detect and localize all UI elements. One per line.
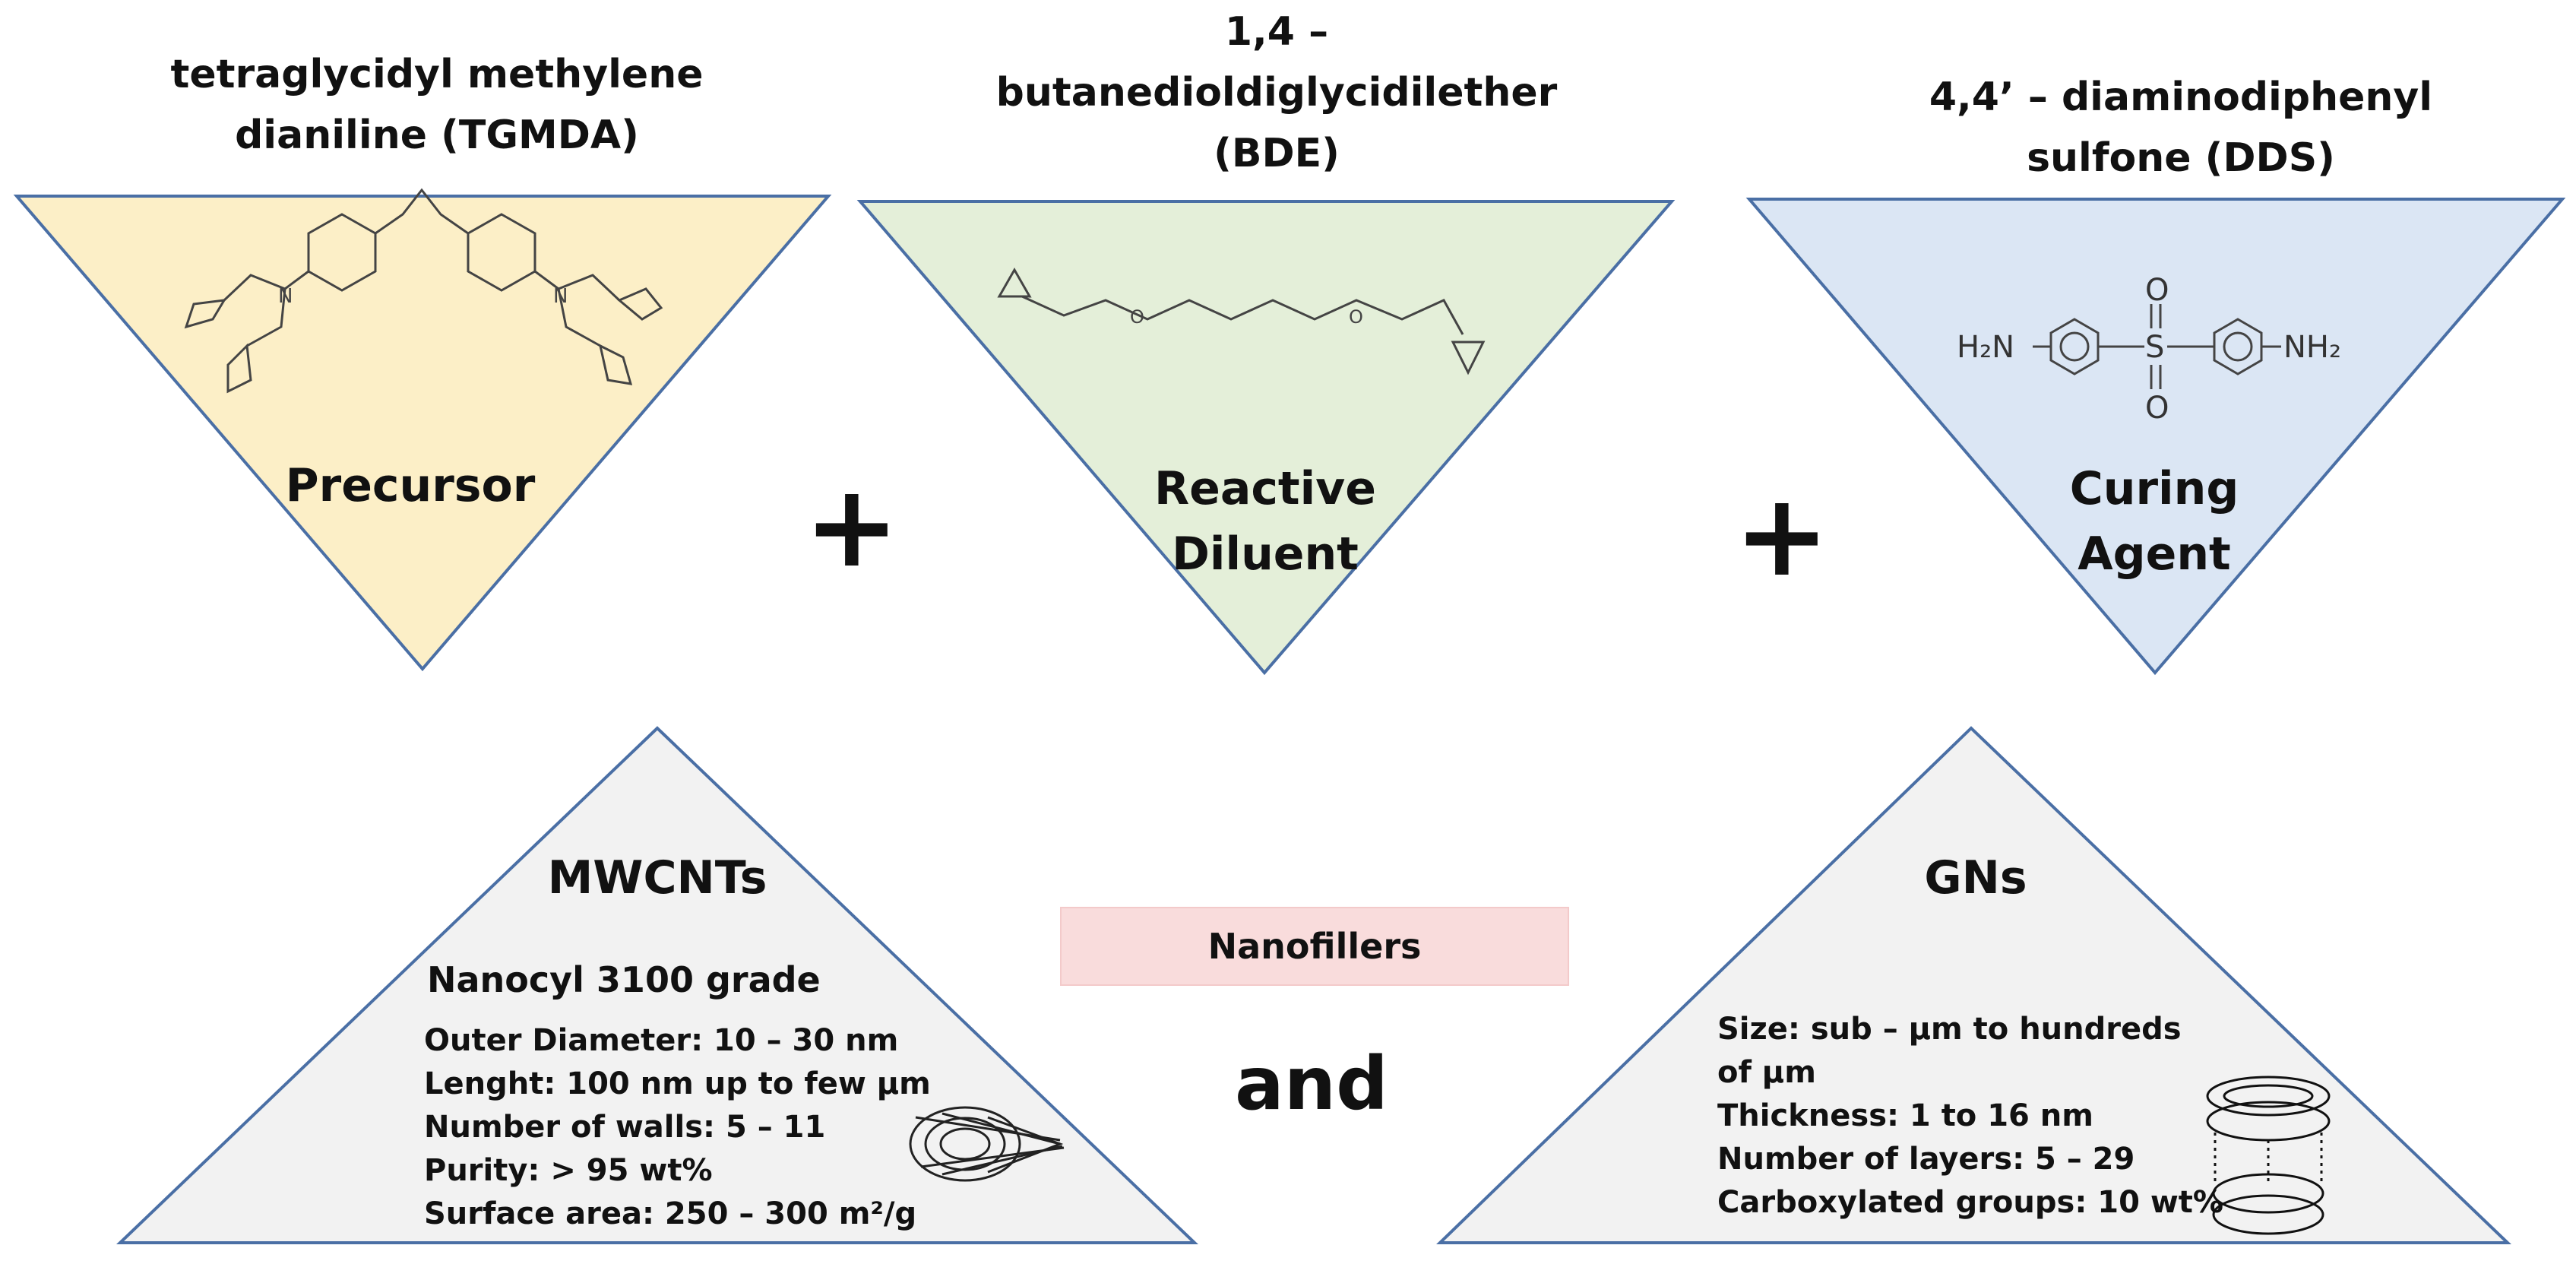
svg-text:N: N	[553, 285, 568, 308]
mwcnt-title: MWCNTs	[547, 851, 767, 905]
curing-agent-triangle	[1745, 198, 2566, 676]
dds-title: 4,4’ – diaminodiphenyl sulfone (DDS)	[1929, 74, 2433, 181]
precursor-label: Precursor	[285, 459, 536, 512]
dds-structure	[2033, 304, 2281, 389]
precursor-triangle	[13, 195, 832, 672]
tgmda-title: tetraglycidyl methylene dianiline (TGMDA…	[170, 52, 704, 158]
gns-title: GNs	[1924, 851, 2027, 905]
mwcnt-properties: Outer Diameter: 10 – 30 nm Lenght: 100 n…	[424, 1019, 931, 1236]
dds-sulfur: S	[2145, 330, 2164, 365]
plus-sign-1: +	[804, 461, 900, 593]
tgmda-structure: N N	[184, 188, 663, 394]
plus-sign-2: +	[1734, 470, 1830, 602]
nanofillers-label: Nanofillers	[1060, 907, 1569, 986]
gns-property: Carboxylated groups: 10 wt%	[1717, 1185, 2223, 1220]
dds-right-amine: NH₂	[2283, 330, 2341, 365]
gns-property: Thickness: 1 to 16 nm	[1717, 1098, 2093, 1133]
bde-title: 1,4 – butanedioldiglycidilether (BDE)	[995, 9, 1558, 176]
dds-oxygen-bottom: O	[2145, 391, 2169, 426]
graphene-stack-image	[2206, 1076, 2331, 1235]
gns-property: Size: sub – µm to hundreds	[1717, 1012, 2182, 1047]
mwcnt-property: Lenght: 100 nm up to few µm	[424, 1066, 931, 1101]
svg-text:O: O	[1130, 306, 1144, 328]
dds-oxygen-top: O	[2145, 273, 2169, 308]
gns-property: Number of layers: 5 – 29	[1717, 1142, 2135, 1177]
mwcnt-property: Surface area: 250 – 300 m²/g	[424, 1196, 917, 1231]
curing-agent-label: Curing Agent	[2069, 462, 2239, 581]
and-label: and	[1235, 1041, 1388, 1126]
bde-structure: O O	[997, 267, 1486, 375]
dds-left-amine: H₂N	[1957, 330, 2014, 365]
reactive-diluent-label: Reactive Diluent	[1154, 462, 1376, 581]
mwcnt-property: Outer Diameter: 10 – 30 nm	[424, 1023, 899, 1058]
gns-property: of µm	[1717, 1055, 1816, 1090]
mwcnt-subtitle: Nanocyl 3100 grade	[427, 959, 821, 1000]
mwcnt-triangle	[116, 726, 1198, 1244]
diluent-triangle	[856, 200, 1676, 676]
mwcnt-property: Purity: > 95 wt%	[424, 1153, 713, 1188]
gns-properties: Size: sub – µm to hundreds of µm Thickne…	[1717, 1008, 2223, 1225]
svg-text:O: O	[1349, 306, 1363, 328]
nanotube-image	[909, 1106, 1065, 1182]
mwcnt-property: Number of walls: 5 – 11	[424, 1110, 826, 1145]
svg-text:N: N	[278, 285, 293, 308]
